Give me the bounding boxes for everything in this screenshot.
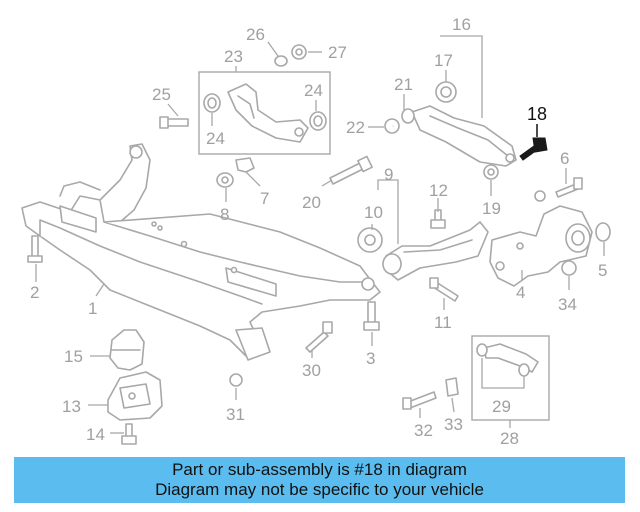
banner-line-1: Part or sub-assembly is #18 in diagram bbox=[172, 460, 467, 479]
callout-13[interactable]: 13 bbox=[62, 397, 81, 416]
bolt-part-6 bbox=[555, 177, 583, 198]
knuckle-part-4 bbox=[489, 190, 593, 287]
callout-31[interactable]: 31 bbox=[226, 405, 245, 424]
washer-part-26 bbox=[274, 55, 288, 67]
callout-24-right[interactable]: 24 bbox=[304, 81, 323, 100]
bolt-part-25 bbox=[159, 116, 189, 129]
callout-3[interactable]: 3 bbox=[366, 349, 375, 368]
bolt-part-30 bbox=[305, 321, 333, 353]
callout-25[interactable]: 25 bbox=[152, 85, 171, 104]
highlighted-bolt-part-18 bbox=[519, 137, 548, 161]
callout-11[interactable]: 11 bbox=[434, 313, 452, 332]
callout-16[interactable]: 16 bbox=[452, 15, 471, 34]
group-box-23 bbox=[198, 71, 331, 155]
callout-32[interactable]: 32 bbox=[414, 421, 433, 440]
bushing-part-5 bbox=[595, 222, 611, 242]
link-part-29 bbox=[476, 343, 539, 377]
bolt-part-20 bbox=[329, 155, 373, 185]
callout-10[interactable]: 10 bbox=[364, 203, 383, 222]
lower-arm-part-16 bbox=[384, 81, 517, 167]
banner-line-2: Diagram may not be specific to your vehi… bbox=[155, 480, 484, 499]
callout-9[interactable]: 9 bbox=[384, 165, 393, 184]
bolt-part-11 bbox=[429, 277, 459, 302]
callout-19[interactable]: 19 bbox=[482, 199, 501, 218]
callout-5[interactable]: 5 bbox=[598, 261, 607, 280]
callout-18-highlighted[interactable]: 18 bbox=[527, 104, 547, 124]
callout-labels: 1 2 3 4 5 6 7 8 9 10 11 12 13 14 15 16 1… bbox=[30, 15, 607, 448]
callout-2[interactable]: 2 bbox=[30, 283, 39, 302]
callout-20[interactable]: 20 bbox=[302, 193, 321, 212]
callout-29[interactable]: 29 bbox=[492, 397, 511, 416]
callout-4[interactable]: 4 bbox=[516, 283, 525, 302]
callout-1[interactable]: 1 bbox=[88, 299, 97, 318]
upper-arm-part-23 bbox=[203, 83, 327, 143]
callout-23[interactable]: 23 bbox=[224, 47, 243, 66]
bolt-part-32 bbox=[402, 391, 437, 410]
bushing-part-27 bbox=[291, 44, 307, 60]
mount-part-15 bbox=[109, 329, 145, 371]
nut-part-8 bbox=[216, 172, 234, 188]
bolt-part-12 bbox=[430, 209, 446, 229]
callout-12[interactable]: 12 bbox=[429, 181, 448, 200]
nut-part-31 bbox=[229, 373, 243, 387]
callout-6[interactable]: 6 bbox=[560, 149, 569, 168]
bushing-part-10 bbox=[357, 227, 383, 253]
bracket-part-13 bbox=[107, 371, 163, 421]
info-banner: Part or sub-assembly is #18 in diagram D… bbox=[14, 457, 625, 503]
callout-15[interactable]: 15 bbox=[64, 347, 83, 366]
callout-8[interactable]: 8 bbox=[220, 205, 229, 224]
callout-22[interactable]: 22 bbox=[346, 118, 365, 137]
nut-part-19 bbox=[483, 164, 499, 180]
bolt-part-2 bbox=[27, 235, 43, 263]
leader-lines bbox=[35, 35, 605, 434]
callout-30[interactable]: 30 bbox=[302, 361, 321, 380]
callout-27[interactable]: 27 bbox=[328, 43, 347, 62]
bolt-part-3 bbox=[363, 301, 380, 331]
trailing-arm-part-9 bbox=[382, 221, 489, 281]
callout-33[interactable]: 33 bbox=[444, 415, 463, 434]
callout-34[interactable]: 34 bbox=[558, 295, 577, 314]
callout-21[interactable]: 21 bbox=[394, 75, 413, 94]
nut-part-34 bbox=[561, 260, 577, 276]
callout-14[interactable]: 14 bbox=[86, 425, 105, 444]
bracket-part-7 bbox=[235, 157, 255, 173]
bracket-part-33 bbox=[445, 377, 459, 397]
bolt-part-14 bbox=[121, 423, 137, 445]
callout-7[interactable]: 7 bbox=[260, 189, 269, 208]
callout-28[interactable]: 28 bbox=[500, 429, 519, 448]
callout-24-left[interactable]: 24 bbox=[206, 129, 225, 148]
subframe-part bbox=[21, 143, 381, 361]
callout-26[interactable]: 26 bbox=[246, 25, 265, 44]
callout-17[interactable]: 17 bbox=[434, 51, 453, 70]
